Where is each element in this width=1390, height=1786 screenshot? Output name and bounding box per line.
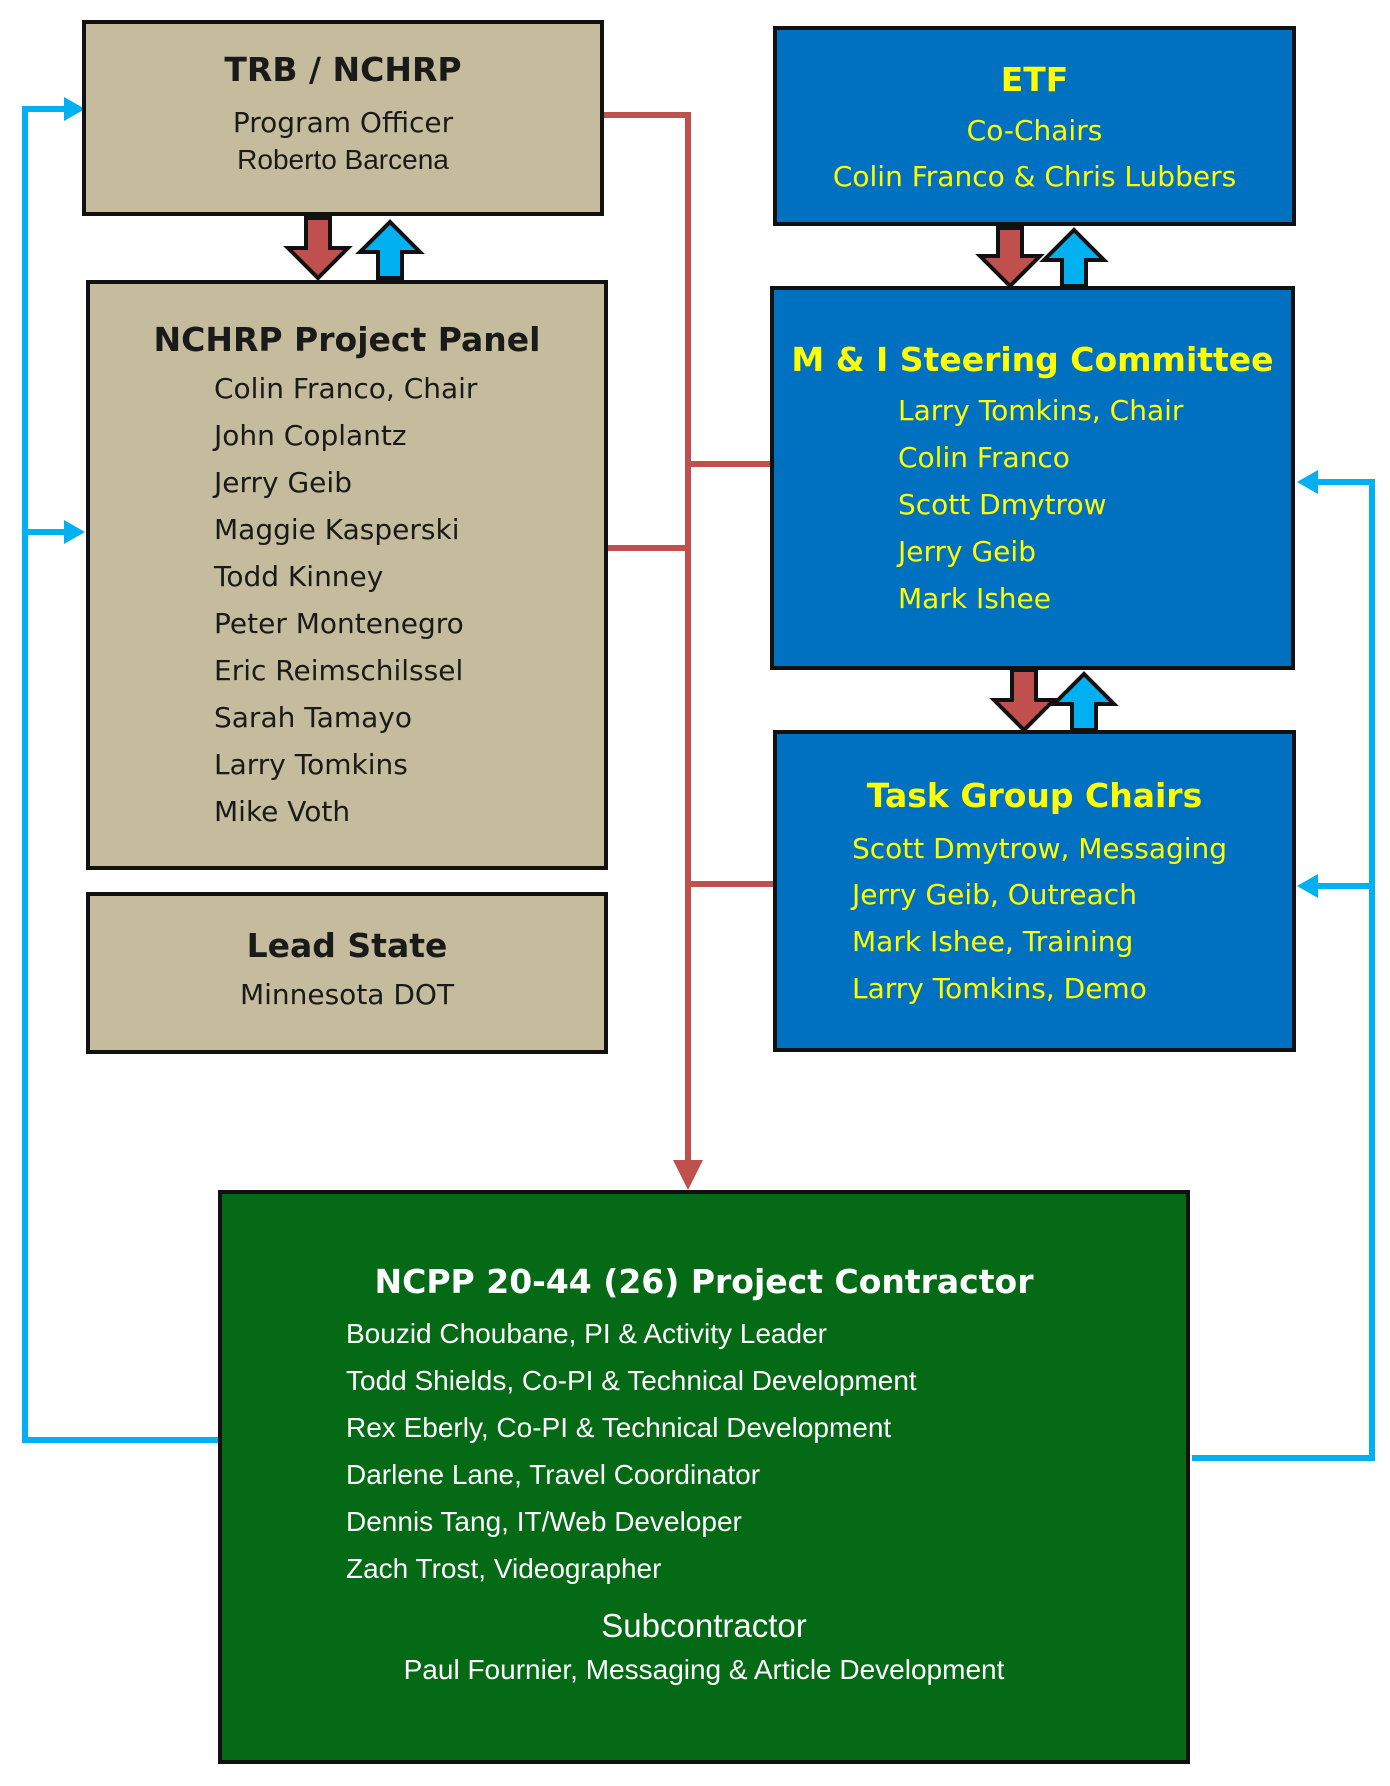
up-arrow-icon [1049, 671, 1119, 732]
up-arrow-icon [1039, 227, 1109, 288]
etf-box: ETF Co-Chairs Colin Franco & Chris Lubbe… [773, 26, 1296, 226]
trb-title: TRB / NCHRP [224, 50, 462, 89]
steering-member: Larry Tomkins, Chair [898, 394, 1184, 427]
feedback-right-line [1192, 479, 1375, 1461]
panel-member: Colin Franco, Chair [214, 372, 478, 405]
task-group-member: Jerry Geib, Outreach [852, 878, 1137, 911]
trb-role: Program Officer [232, 106, 454, 139]
project-panel-box: NCHRP Project Panel Colin Franco, Chair … [86, 280, 608, 870]
contractor-member: Rex Eberly, Co-PI & Technical Developmen… [346, 1412, 892, 1443]
steering-title: M & I Steering Committee [791, 340, 1274, 379]
feedback-arrowhead-icon [64, 97, 85, 121]
steering-member: Colin Franco [898, 441, 1070, 474]
feedback-arrowhead-icon [64, 520, 85, 544]
etf-names: Colin Franco & Chris Lubbers [832, 160, 1237, 193]
contractor-title: NCPP 20-44 (26) Project Contractor [374, 1262, 1034, 1301]
task-group-member: Larry Tomkins, Demo [852, 972, 1147, 1005]
trb-name: Roberto Barcena [237, 144, 449, 175]
panel-member: Mike Voth [214, 795, 351, 828]
lead-state-name: Minnesota DOT [239, 978, 455, 1011]
contractor-member: Zach Trost, Videographer [346, 1553, 662, 1584]
panel-member: Todd Kinney [214, 560, 384, 593]
feedback-left-line [22, 106, 220, 1443]
panel-member: Larry Tomkins [214, 748, 408, 781]
panel-member: Maggie Kasperski [214, 513, 460, 546]
task-group-member: Scott Dmytrow, Messaging [852, 832, 1228, 865]
feedback-arrowhead-icon [1297, 470, 1318, 494]
down-arrow-icon [283, 216, 353, 281]
task-group-member: Mark Ishee, Training [852, 925, 1134, 958]
lead-state-box: Lead State Minnesota DOT [86, 892, 608, 1054]
task-groups-title: Task Group Chairs [866, 776, 1203, 815]
panel-title: NCHRP Project Panel [153, 320, 541, 359]
steering-member: Mark Ishee [898, 582, 1051, 615]
feedback-arrowhead-icon [1297, 874, 1318, 898]
directive-arrowhead-icon [673, 1160, 703, 1190]
contractor-member: Todd Shields, Co-PI & Technical Developm… [346, 1365, 917, 1396]
panel-member: Peter Montenegro [214, 607, 464, 640]
trb-nchrp-box: TRB / NCHRP Program Officer Roberto Barc… [82, 20, 604, 216]
subcontractor-member: Paul Fournier, Messaging & Article Devel… [403, 1654, 1005, 1685]
down-arrow-icon [989, 668, 1059, 733]
etf-role: Co-Chairs [966, 114, 1103, 147]
steering-committee-box: M & I Steering Committee Larry Tomkins, … [770, 286, 1295, 670]
panel-member: Eric Reimschilssel [214, 654, 464, 687]
panel-member: Jerry Geib [214, 466, 352, 499]
etf-title: ETF [1000, 60, 1069, 99]
project-contractor-box: NCPP 20-44 (26) Project Contractor Bouzi… [218, 1190, 1190, 1764]
panel-member: Sarah Tamayo [214, 701, 413, 734]
lead-state-title: Lead State [246, 926, 448, 965]
contractor-member: Bouzid Choubane, PI & Activity Leader [346, 1318, 827, 1349]
contractor-member: Darlene Lane, Travel Coordinator [346, 1459, 761, 1490]
subcontractor-title: Subcontractor [601, 1607, 807, 1644]
panel-member: John Coplantz [214, 419, 407, 452]
contractor-member: Dennis Tang, IT/Web Developer [346, 1506, 742, 1537]
directive-trunk-line [600, 112, 691, 1170]
up-arrow-icon [355, 219, 425, 280]
steering-member: Scott Dmytrow [898, 488, 1107, 521]
task-group-chairs-box: Task Group Chairs Scott Dmytrow, Messagi… [773, 730, 1296, 1052]
steering-member: Jerry Geib [898, 535, 1036, 568]
down-arrow-icon [975, 226, 1045, 289]
